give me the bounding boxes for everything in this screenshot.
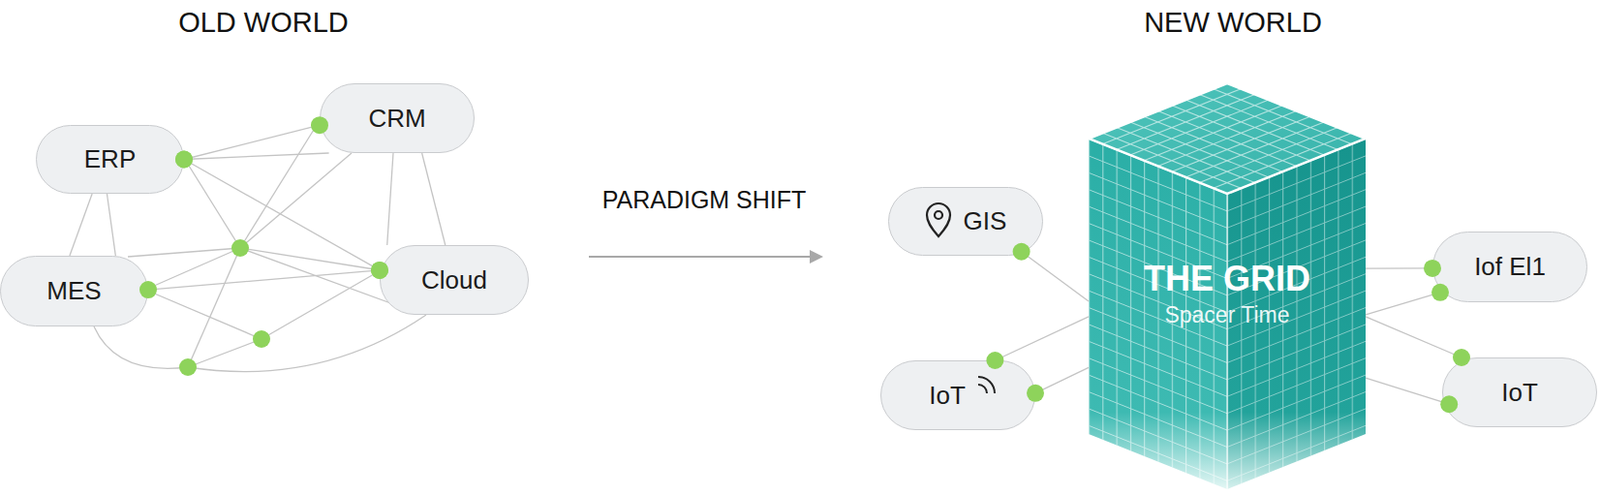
grid-title: THE GRID xyxy=(1143,257,1311,301)
system-name: IoT xyxy=(1501,377,1539,408)
mesh-line xyxy=(187,338,262,368)
connector-line xyxy=(1365,316,1462,358)
connector-line xyxy=(184,153,330,160)
system-pill: IoT xyxy=(880,360,1036,431)
cube-edge xyxy=(1226,193,1229,490)
system-name: ERP xyxy=(84,144,136,175)
connector-line xyxy=(1021,251,1089,302)
mesh-curve xyxy=(93,326,188,369)
cube-text-box: THE GRIDSpacer Time xyxy=(1088,257,1366,330)
mesh-line xyxy=(184,157,241,248)
section-label: PARADIGM SHIFT xyxy=(602,185,807,215)
cube-top-grid xyxy=(1088,83,1366,194)
cube-edge xyxy=(1088,83,1366,194)
connector-line xyxy=(1365,267,1433,269)
hub-dot xyxy=(231,239,249,257)
system-pill: IoT xyxy=(1442,357,1598,428)
mesh-line xyxy=(261,270,381,339)
system-name: GIS xyxy=(963,206,1008,237)
system-pill: MES xyxy=(0,255,149,327)
mesh-line xyxy=(240,247,381,271)
system-name: MES xyxy=(46,276,101,307)
connector-line xyxy=(1365,292,1441,315)
mesh-line xyxy=(240,153,352,248)
connector-line xyxy=(69,193,93,256)
shift-arrow xyxy=(588,255,812,258)
mesh-line xyxy=(145,247,241,290)
system-pill: ERP xyxy=(35,124,185,194)
system-pill: Iof El1 xyxy=(1432,231,1588,303)
system-pill: GIS xyxy=(888,186,1044,256)
connector-line xyxy=(184,124,320,159)
hub-dot xyxy=(252,330,271,348)
mesh-line xyxy=(187,247,241,368)
system-name: Cloud xyxy=(421,265,488,296)
connector-line xyxy=(1035,367,1089,394)
arrow-head xyxy=(809,249,824,264)
mesh-line xyxy=(240,124,317,248)
section-label: OLD WORLD xyxy=(178,6,349,39)
system-name: CRM xyxy=(368,103,426,134)
connector-line xyxy=(184,159,380,271)
connector-line xyxy=(106,193,116,256)
cube-top xyxy=(1088,83,1366,194)
section-label: NEW WORLD xyxy=(1143,6,1323,39)
connector-line xyxy=(994,316,1089,361)
system-pill: CRM xyxy=(319,83,475,154)
grid-subtitle: Spacer Time xyxy=(1164,300,1290,330)
connector-line xyxy=(422,153,446,246)
system-name: IoT xyxy=(928,380,966,411)
connector-line xyxy=(1365,377,1449,404)
mesh-curve xyxy=(187,314,427,372)
connector-line xyxy=(148,270,380,290)
grid-cube: THE GRIDSpacer Time xyxy=(1088,83,1366,490)
system-name: Iof El1 xyxy=(1474,251,1546,282)
hub-dot xyxy=(179,358,197,376)
system-pill: Cloud xyxy=(379,245,529,315)
connector-line xyxy=(387,153,394,246)
